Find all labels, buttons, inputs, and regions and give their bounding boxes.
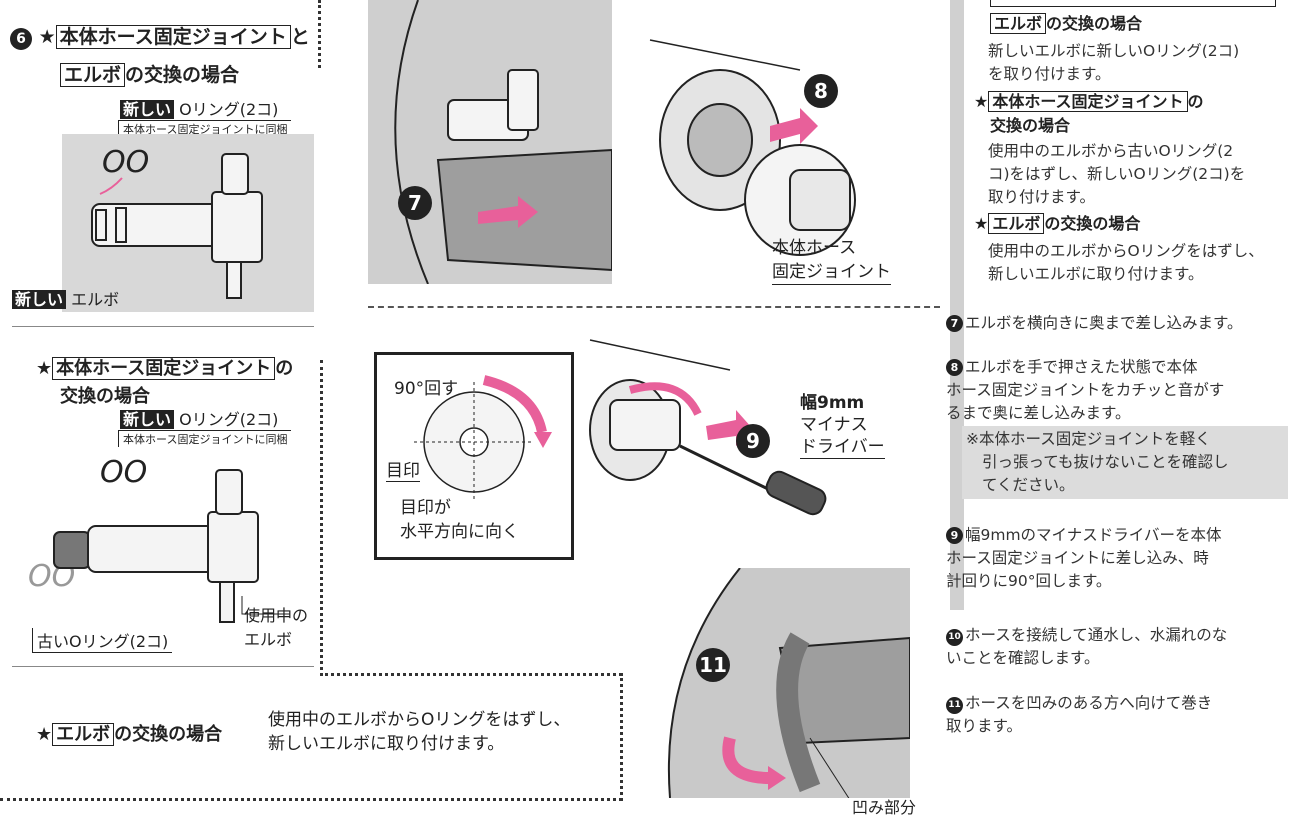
left-frame-mid xyxy=(320,673,622,676)
used-elbow-label: 使用中の エルボ xyxy=(244,606,309,649)
right-elbow-case-text: 新しいエルボに新しいOリング(2コ) を取り付けます。 xyxy=(988,42,1240,83)
rotation-detail-illustration xyxy=(414,375,552,502)
middle-dashed-divider xyxy=(368,306,940,308)
right-elbow-case-head: エルボの交換の場合 xyxy=(990,12,1142,36)
right-timeline-bar xyxy=(950,0,964,610)
step6-heading-line2: エルボの交換の場合 xyxy=(60,60,239,87)
mark-label: 目印 xyxy=(386,456,420,482)
step11-badge: 11 xyxy=(696,648,730,682)
right-step8-note: ※本体ホース固定ジョイントを軽く 引っ張っても抜けないことを確認し てください。 xyxy=(962,426,1288,499)
left-frame-bottom-right xyxy=(620,673,623,801)
old-oring-label: 古いOリング(2コ) xyxy=(32,628,173,653)
right-elbow-case2-text: 使用中のエルボからOリングをはずし、 新しいエルボに取り付けます。 xyxy=(988,242,1264,283)
left-panel: 6 ★本体ホース固定ジョイントと エルボの交換の場合 新しい Oリング(2コ) … xyxy=(0,0,640,822)
step9-badge: 9 xyxy=(736,424,770,458)
left-divider-2 xyxy=(12,666,314,667)
step6-heading: 6 ★本体ホース固定ジョイントと xyxy=(10,22,310,50)
step8-badge: 8 xyxy=(804,74,838,108)
joint-label: 本体ホース 固定ジョイント xyxy=(772,236,891,285)
elbow-case-heading: ★エルボの交換の場合 xyxy=(36,723,223,746)
step11-illustration xyxy=(667,568,910,798)
step6-parts-illustration: OO xyxy=(91,145,263,299)
elbow-case-text: 使用中のエルボからOリングをはずし、 新しいエルボに取り付けます。 xyxy=(268,710,571,754)
joint-case-bundled: 本体ホース固定ジョイントに同梱 xyxy=(118,430,292,447)
new-oring-label: 新しい Oリング(2コ) xyxy=(120,96,278,120)
bundled-note: 本体ホース固定ジョイントに同梱 xyxy=(118,120,292,137)
left-divider-1 xyxy=(12,326,314,327)
step6-number: 6 xyxy=(10,28,32,50)
rotate-label: 90°回す xyxy=(394,379,459,399)
joint-case-heading-2: 交換の場合 xyxy=(60,386,150,407)
left-frame-inner xyxy=(320,360,323,676)
svg-text:OO: OO xyxy=(102,145,149,180)
step6-title-box: 本体ホース固定ジョイント xyxy=(55,25,291,49)
svg-text:OO: OO xyxy=(100,455,147,490)
dent-label: 凹み部分 xyxy=(852,798,917,817)
driver-label: 幅9mm マイナス ドライバー xyxy=(800,393,885,459)
right-top-box-edge xyxy=(990,0,1276,7)
right-joint-case-text: 使用中のエルボから古いOリング(2 コ)をはずし、新しいOリング(2コ)を 取り… xyxy=(988,142,1246,206)
mark-note: 目印が 水平方向に向く xyxy=(400,498,519,542)
step8-illustration xyxy=(649,39,856,256)
new-elbow-label: 新しい エルボ xyxy=(12,286,119,310)
left-frame-bottom xyxy=(0,798,622,801)
left-frame-right xyxy=(318,0,321,68)
right-elbow-case2-head: ★エルボの交換の場合 xyxy=(974,213,1141,234)
joint-case-heading: ★本体ホース固定ジョイントの xyxy=(36,357,294,380)
step7-badge: 7 xyxy=(398,186,432,220)
joint-case-new-oring: 新しい Oリング(2コ) xyxy=(120,406,278,430)
joint-case-illustration: OO OO xyxy=(28,455,290,623)
step7-illustration xyxy=(368,0,612,284)
right-joint-case-head: ★本体ホース固定ジョイントの 交換の場合 xyxy=(974,91,1204,135)
